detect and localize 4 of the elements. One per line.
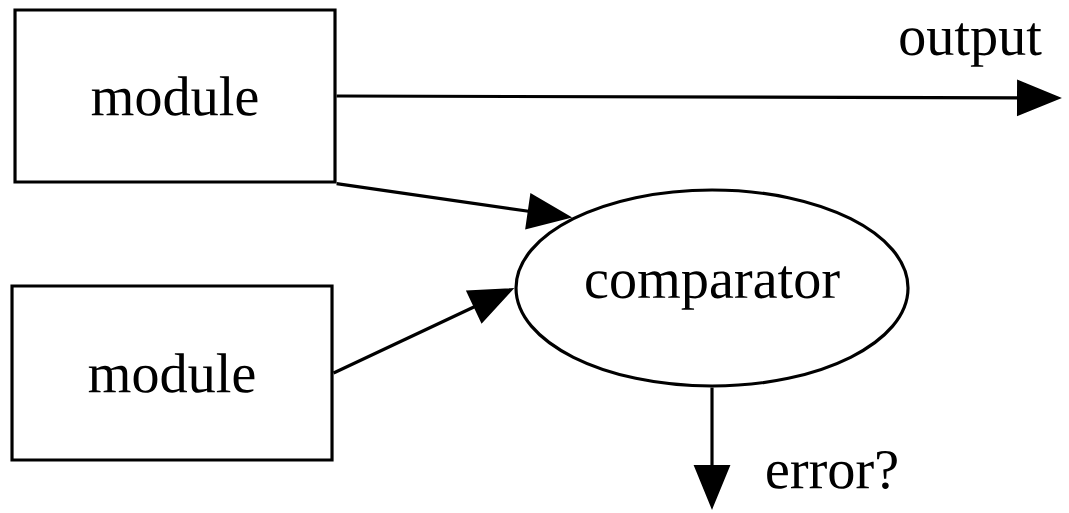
module-box: module (13, 8, 337, 184)
edge-label: output (894, 19, 1046, 71)
edge-label: error? (761, 447, 903, 493)
module-box: module (10, 284, 334, 462)
